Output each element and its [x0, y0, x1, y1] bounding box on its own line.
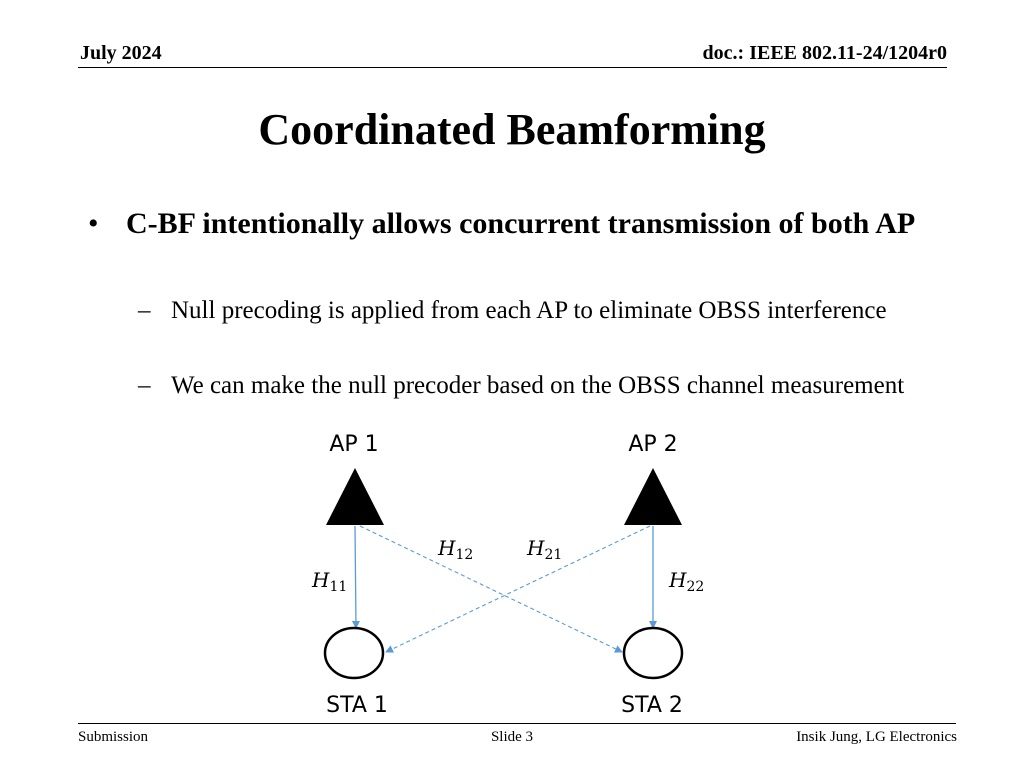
- sub-bullet-1: – Null precoding is applied from each AP…: [138, 294, 908, 327]
- footer-author: Insik Jung, LG Electronics: [796, 729, 957, 745]
- header-rule: [78, 67, 947, 68]
- sta1-label: STA 1: [326, 693, 388, 718]
- ap1-label: AP 1: [329, 432, 378, 457]
- bullet-main: • C-BF intentionally allows concurrent t…: [88, 203, 918, 244]
- slide-title: Coordinated Beamforming: [258, 105, 766, 154]
- ap2-label: AP 2: [628, 432, 677, 457]
- sub-bullet-1-text: Null precoding is applied from each AP t…: [171, 297, 887, 324]
- ap2-antenna-icon: [624, 468, 682, 525]
- footer-rule: [78, 723, 956, 724]
- footer-submission: Submission: [78, 729, 149, 745]
- sub-bullet-2-text: We can make the null precoder based on t…: [171, 372, 905, 399]
- h11-label: H11: [311, 568, 347, 595]
- h22-label: H22: [668, 568, 704, 595]
- sta1-icon: [323, 626, 385, 680]
- sta2-icon: [622, 626, 684, 680]
- link-h12: [359, 525, 623, 653]
- sub-bullet-marker: –: [138, 297, 151, 324]
- link-h11: [351, 525, 360, 629]
- header-date: July 2024: [80, 42, 162, 64]
- h21-label: H21: [526, 536, 562, 563]
- sub-bullet-marker: –: [138, 372, 151, 399]
- bullet-main-text: C-BF intentionally allows concurrent tra…: [126, 207, 916, 240]
- h12-label: H12: [437, 536, 473, 563]
- link-h21: [385, 525, 651, 653]
- header-doc-id: doc.: IEEE 802.11-24/1204r0: [702, 42, 947, 64]
- sta2-label: STA 2: [621, 693, 683, 718]
- footer-slide-number: Slide 3: [490, 729, 534, 745]
- ap1-antenna-icon: [326, 468, 384, 525]
- bullet-marker: •: [88, 207, 99, 240]
- sub-bullet-2: – We can make the null precoder based on…: [138, 369, 908, 402]
